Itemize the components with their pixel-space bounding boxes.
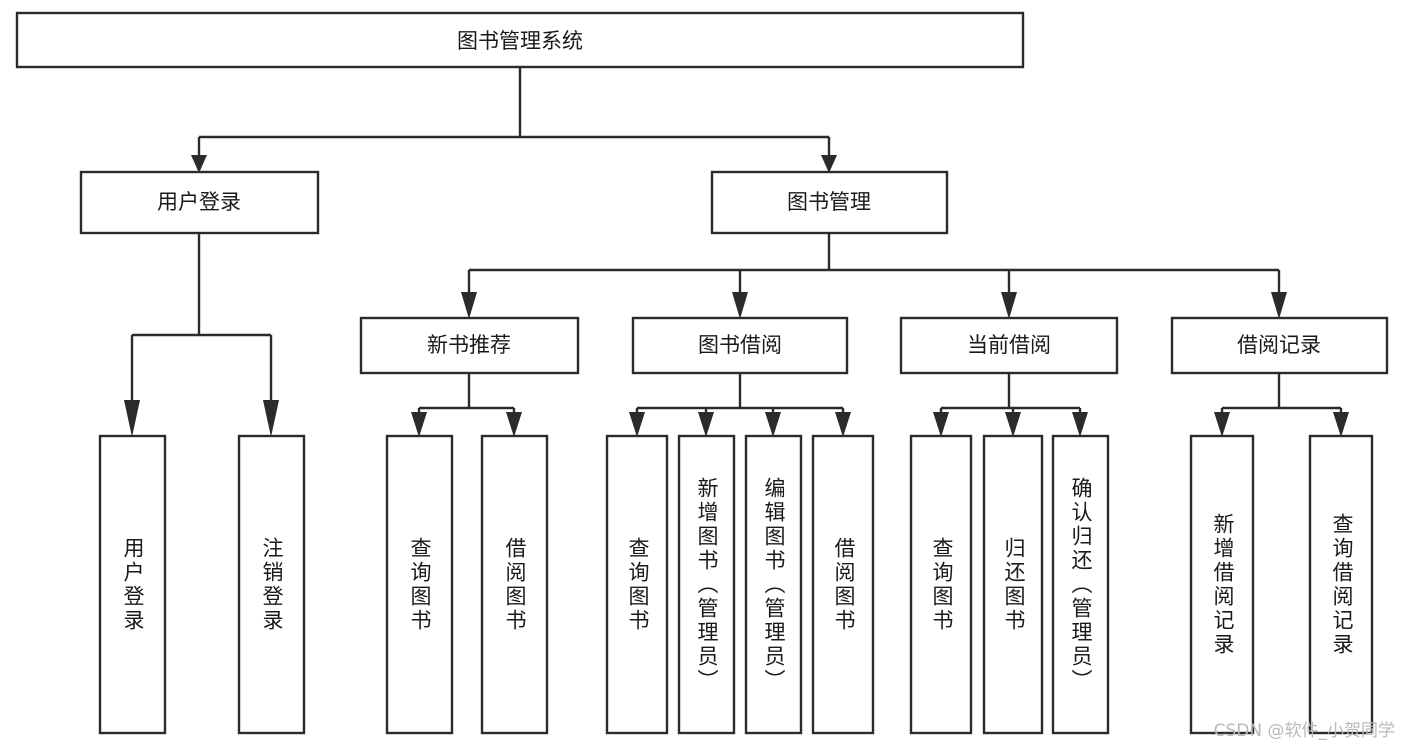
node-new-book-recommend-box[interactable] xyxy=(359,316,580,375)
arrow-head-leaf-logout-login xyxy=(263,400,279,437)
node-leaf-confirm-return[interactable]: 确认归还（管理员） xyxy=(1051,434,1110,735)
arrow-head-book-management xyxy=(821,155,837,173)
connector-group-borrow-records xyxy=(1214,373,1349,437)
arrow-head-leaf-query-book-2 xyxy=(629,412,645,437)
arrow-head-leaf-borrow-book-1 xyxy=(506,412,522,437)
connector-group-book-management xyxy=(461,233,1287,319)
node-leaf-borrow-book-1-label: 借阅图书 xyxy=(503,537,527,633)
node-leaf-query-book-2-label: 查询图书 xyxy=(626,537,650,633)
node-leaf-query-book-1-box[interactable] xyxy=(385,434,454,735)
node-book-management-box[interactable] xyxy=(710,170,949,235)
node-leaf-query-record[interactable]: 查询借阅记录 xyxy=(1308,434,1374,735)
node-user-login-box[interactable] xyxy=(79,170,320,235)
node-leaf-confirm-return-label: 确认归还（管理员） xyxy=(1069,477,1093,693)
node-leaf-query-book-3-box[interactable] xyxy=(909,434,973,735)
node-leaf-logout-login[interactable]: 注销登录 xyxy=(237,434,306,735)
connector-group-root xyxy=(191,67,837,173)
arrow-head-current-borrow xyxy=(1001,292,1017,319)
connector-group-book-borrow xyxy=(629,373,851,437)
arrow-head-leaf-query-record xyxy=(1333,412,1349,437)
node-root-box[interactable] xyxy=(15,11,1025,69)
watermark-text: CSDN @软件_小贺同学 xyxy=(1213,721,1395,741)
node-leaf-return-book-label: 归还图书 xyxy=(1002,537,1026,633)
node-leaf-borrow-book-2-box[interactable] xyxy=(811,434,875,735)
node-leaf-query-book-2[interactable]: 查询图书 xyxy=(605,434,669,735)
node-new-book-recommend-label: 新书推荐 xyxy=(427,333,511,357)
node-book-borrow-box[interactable] xyxy=(631,316,849,375)
node-book-borrow-label: 图书借阅 xyxy=(698,333,782,357)
node-user-login-label: 用户登录 xyxy=(157,190,241,214)
node-leaf-confirm-return-box[interactable] xyxy=(1051,434,1110,735)
connector-group-new-book-recommend xyxy=(411,373,522,437)
arrow-head-leaf-query-book-1 xyxy=(411,412,427,437)
node-leaf-add-record-box[interactable] xyxy=(1189,434,1255,735)
node-current-borrow[interactable]: 当前借阅 xyxy=(899,316,1119,375)
node-current-borrow-box[interactable] xyxy=(899,316,1119,375)
arrow-head-borrow-records xyxy=(1271,292,1287,319)
node-leaf-add-book[interactable]: 新增图书（管理员） xyxy=(677,434,736,735)
node-leaf-query-book-3-label: 查询图书 xyxy=(930,537,954,633)
node-leaf-user-login-box[interactable] xyxy=(98,434,167,735)
node-leaf-user-login-label: 用户登录 xyxy=(121,537,145,633)
arrow-head-leaf-confirm-return xyxy=(1072,412,1088,437)
node-book-management-label: 图书管理 xyxy=(787,190,871,214)
node-leaf-borrow-book-1-box[interactable] xyxy=(480,434,549,735)
arrow-head-leaf-query-book-3 xyxy=(933,412,949,437)
node-borrow-records[interactable]: 借阅记录 xyxy=(1170,316,1389,375)
node-leaf-edit-book-box[interactable] xyxy=(744,434,803,735)
arrow-head-new-book-recommend xyxy=(461,292,477,319)
node-leaf-borrow-book-2-label: 借阅图书 xyxy=(832,537,856,633)
arrow-head-leaf-add-book xyxy=(698,412,714,437)
node-borrow-records-label: 借阅记录 xyxy=(1237,333,1321,357)
node-new-book-recommend[interactable]: 新书推荐 xyxy=(359,316,580,375)
node-leaf-add-book-label: 新增图书（管理员） xyxy=(695,477,719,693)
connector-group-user-login xyxy=(124,233,279,437)
node-leaf-query-record-box[interactable] xyxy=(1308,434,1374,735)
node-book-management[interactable]: 图书管理 xyxy=(710,170,949,235)
node-current-borrow-label: 当前借阅 xyxy=(967,333,1051,357)
node-leaf-return-book-box[interactable] xyxy=(982,434,1044,735)
node-book-borrow[interactable]: 图书借阅 xyxy=(631,316,849,375)
node-leaf-edit-book[interactable]: 编辑图书（管理员） xyxy=(744,434,803,735)
node-leaf-return-book[interactable]: 归还图书 xyxy=(982,434,1044,735)
node-leaf-add-record-label: 新增借阅记录 xyxy=(1211,513,1235,657)
node-leaf-query-book-1[interactable]: 查询图书 xyxy=(385,434,454,735)
node-leaf-user-login[interactable]: 用户登录 xyxy=(98,434,167,735)
arrow-head-leaf-return-book xyxy=(1005,412,1021,437)
node-leaf-query-book-1-label: 查询图书 xyxy=(408,537,432,633)
node-root-label: 图书管理系统 xyxy=(457,29,583,53)
arrow-head-leaf-borrow-book-2 xyxy=(835,412,851,437)
node-leaf-add-record[interactable]: 新增借阅记录 xyxy=(1189,434,1255,735)
node-leaf-borrow-book-2[interactable]: 借阅图书 xyxy=(811,434,875,735)
arrow-head-book-borrow xyxy=(732,292,748,319)
arrow-head-leaf-user-login xyxy=(124,400,140,437)
node-leaf-query-book-3[interactable]: 查询图书 xyxy=(909,434,973,735)
node-leaf-borrow-book-1[interactable]: 借阅图书 xyxy=(480,434,549,735)
node-root[interactable]: 图书管理系统 xyxy=(15,11,1025,69)
arrow-head-user-login xyxy=(191,155,207,173)
node-leaf-logout-login-box[interactable] xyxy=(237,434,306,735)
node-leaf-query-record-label: 查询借阅记录 xyxy=(1330,513,1354,657)
node-leaf-add-book-box[interactable] xyxy=(677,434,736,735)
arrow-head-leaf-edit-book xyxy=(765,412,781,437)
node-leaf-logout-login-label: 注销登录 xyxy=(260,537,284,633)
node-borrow-records-box[interactable] xyxy=(1170,316,1389,375)
node-user-login[interactable]: 用户登录 xyxy=(79,170,320,235)
connector-group-current-borrow xyxy=(933,373,1088,437)
node-leaf-edit-book-label: 编辑图书（管理员） xyxy=(762,477,786,693)
arrow-head-leaf-add-record xyxy=(1214,412,1230,437)
node-leaf-query-book-2-box[interactable] xyxy=(605,434,669,735)
